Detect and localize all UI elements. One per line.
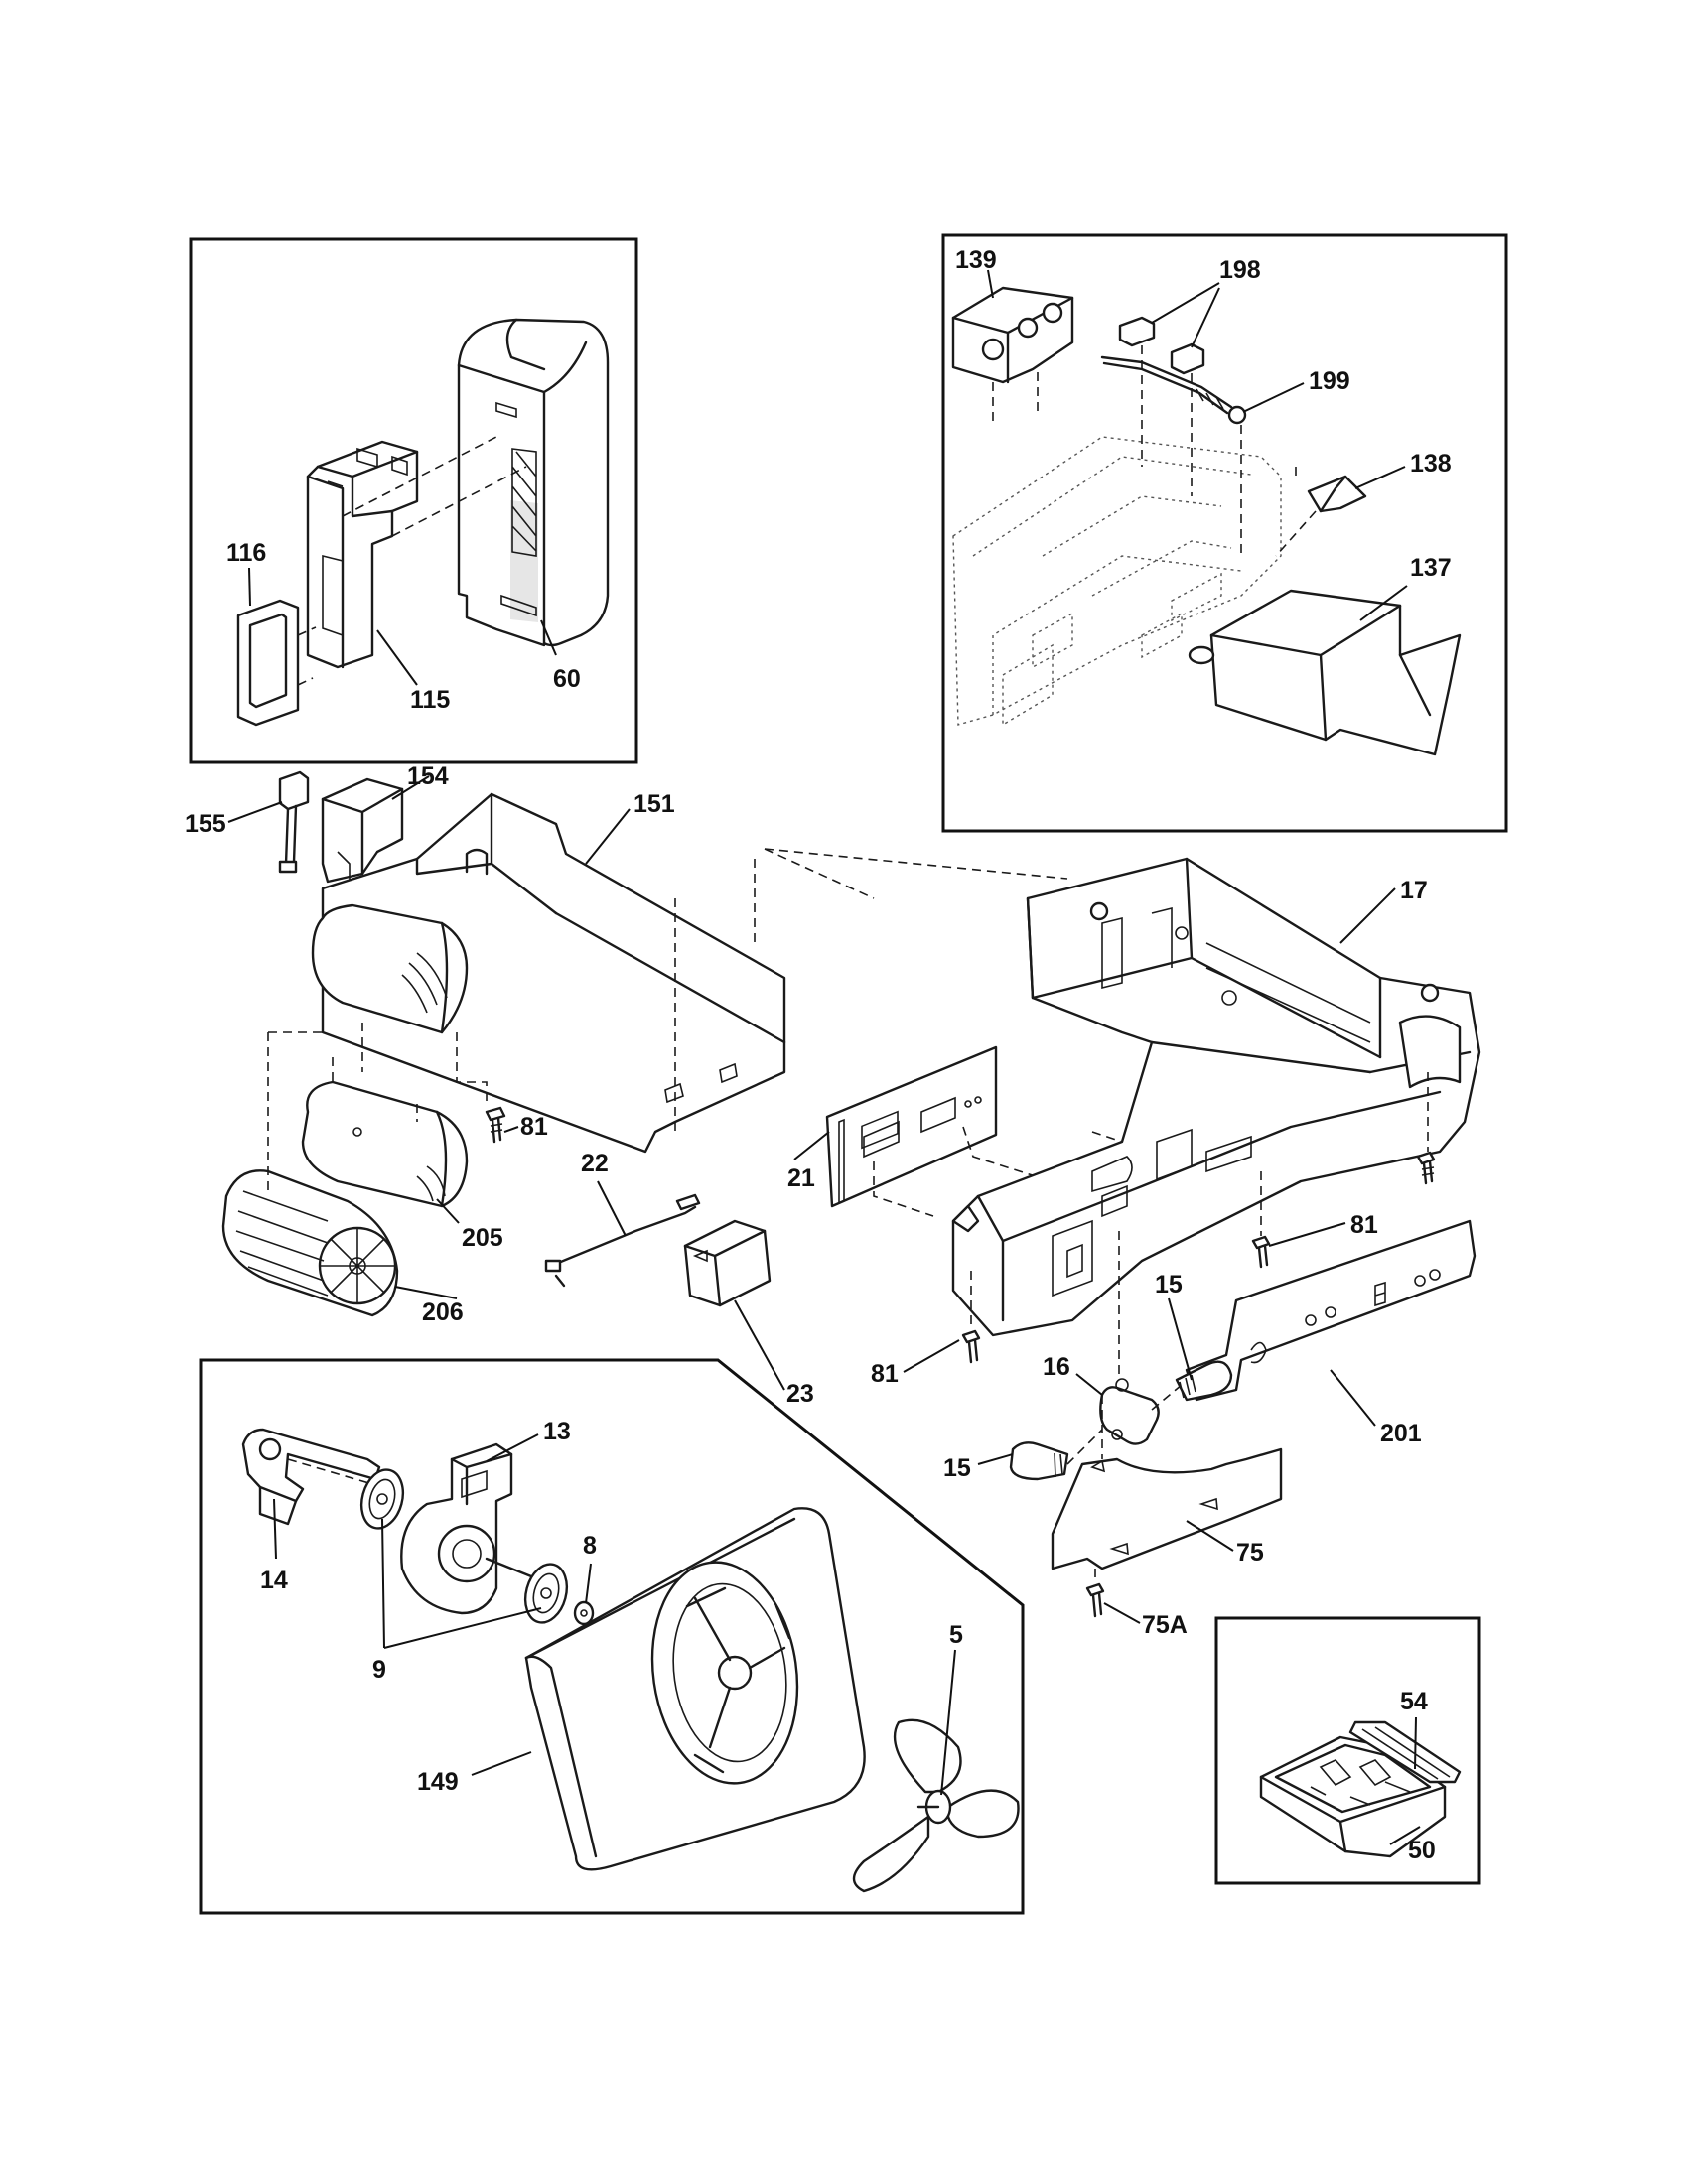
- part-155-connector: [278, 770, 310, 874]
- part-115-ice-maker-motor: [306, 440, 419, 669]
- part-60-housing: [457, 318, 610, 647]
- part-21-control-board: [825, 1045, 998, 1208]
- part-auger-front-housing: [311, 903, 469, 1034]
- callout-75: 75: [1236, 1539, 1264, 1567]
- callout-138: 138: [1410, 450, 1452, 478]
- part-198-clips: [1118, 316, 1205, 375]
- part-15-bulb-lower: [1009, 1441, 1069, 1481]
- part-16-socket: [1099, 1378, 1160, 1445]
- part-199-thermistor: [1100, 355, 1247, 425]
- part-75a-screw: [1085, 1582, 1105, 1618]
- part-22-heater-wire: [544, 1193, 701, 1288]
- part-15-bulb-upper: [1175, 1360, 1233, 1402]
- callout-17: 17: [1400, 877, 1428, 904]
- callout-154: 154: [407, 762, 449, 790]
- part-5-fan-blade: [852, 1718, 1020, 1893]
- part-14-bracket: [241, 1428, 381, 1526]
- callout-21: 21: [787, 1164, 815, 1192]
- part-206-auger-blade: [221, 1169, 399, 1317]
- inset-box-bottom-left: [199, 1358, 1025, 1915]
- inset-box-bottom-right: [1214, 1616, 1481, 1885]
- part-8-washer: [573, 1600, 595, 1626]
- part-50-drip-tray: [1259, 1735, 1447, 1858]
- part-201-control-panel-overlay: [1185, 1219, 1477, 1402]
- callout-81-auger: 81: [520, 1113, 548, 1141]
- callout-9: 9: [372, 1656, 386, 1684]
- callout-155: 155: [185, 810, 226, 838]
- callout-151: 151: [633, 790, 675, 818]
- callout-81-lower: 81: [871, 1360, 899, 1388]
- callout-14: 14: [260, 1567, 288, 1594]
- callout-137: 137: [1410, 554, 1452, 582]
- part-116-gasket: [236, 599, 300, 727]
- part-81-screw-d: [961, 1329, 981, 1364]
- callout-116: 116: [226, 539, 266, 567]
- callout-139: 139: [955, 246, 997, 274]
- callout-8: 8: [583, 1532, 597, 1560]
- part-139-valve: [951, 286, 1074, 384]
- part-81-screw-c: [1251, 1235, 1271, 1269]
- part-81-screw-b: [1416, 1151, 1436, 1185]
- callout-206: 206: [422, 1298, 464, 1326]
- inset-box-top-right: [941, 233, 1508, 833]
- part-81-screw-a: [485, 1106, 506, 1144]
- inset-box-top-left: [189, 237, 638, 764]
- callout-198: 198: [1219, 256, 1261, 284]
- part-9-bearing-right: [523, 1563, 569, 1624]
- part-9-bearing-left: [359, 1468, 405, 1530]
- top-right-housing-outline: [952, 436, 1282, 727]
- callout-149: 149: [417, 1768, 459, 1796]
- callout-60: 60: [553, 665, 581, 693]
- callout-5: 5: [949, 1621, 963, 1649]
- callout-16: 16: [1043, 1353, 1070, 1381]
- callout-201: 201: [1380, 1420, 1422, 1447]
- part-137-chute: [1188, 589, 1462, 756]
- callout-199: 199: [1309, 367, 1350, 395]
- callout-81-right: 81: [1350, 1211, 1378, 1239]
- callout-15-lower: 15: [943, 1454, 971, 1482]
- callout-115: 115: [410, 686, 450, 714]
- callout-205: 205: [462, 1224, 503, 1252]
- callout-22: 22: [581, 1150, 609, 1177]
- callout-54: 54: [1400, 1688, 1428, 1715]
- part-13-fan-motor: [400, 1442, 538, 1615]
- part-17-dispenser-housing: [951, 857, 1481, 1337]
- leader-lines: [227, 269, 1421, 1845]
- callout-13: 13: [543, 1418, 571, 1445]
- part-23-guide: [683, 1219, 772, 1307]
- part-151-auger-shroud: [321, 792, 786, 1154]
- part-75-light-shield: [1051, 1447, 1283, 1570]
- part-205-auger-tube: [301, 1080, 469, 1208]
- part-149-fan-shroud: [524, 1507, 866, 1871]
- part-54-grille: [1348, 1720, 1462, 1784]
- part-154-cover: [321, 777, 404, 884]
- callout-23: 23: [786, 1380, 814, 1408]
- part-138-bracket: [1307, 475, 1367, 513]
- callout-75a: 75A: [1142, 1611, 1188, 1639]
- callout-50: 50: [1408, 1837, 1436, 1864]
- callout-15-upper: 15: [1155, 1271, 1183, 1298]
